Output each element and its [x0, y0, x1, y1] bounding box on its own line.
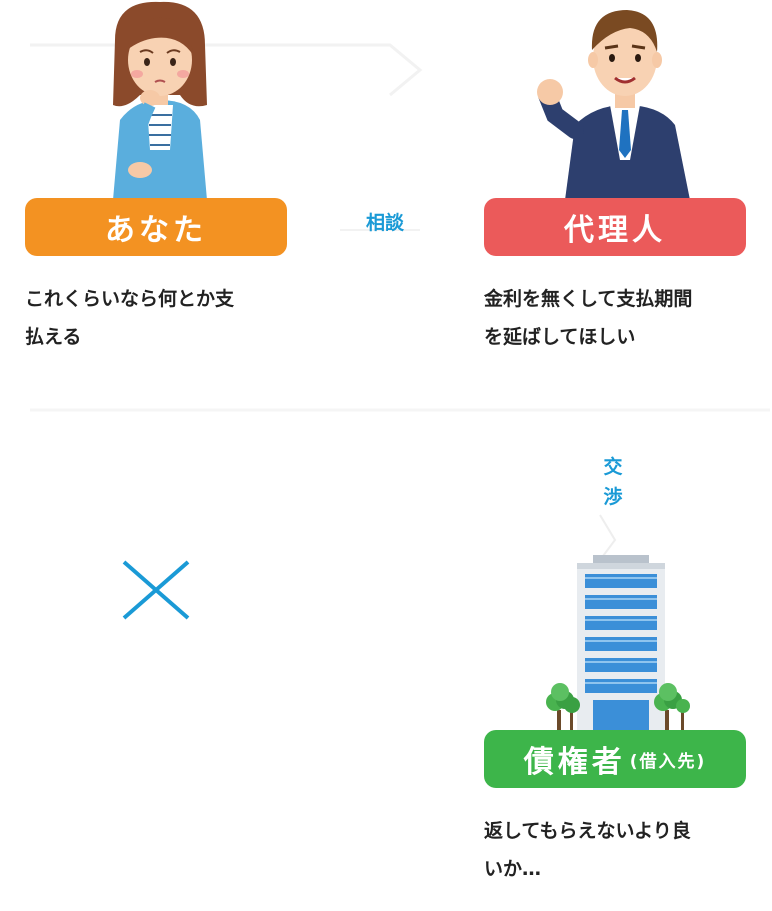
negotiate-label: 交 渉: [595, 452, 631, 512]
businessman-illustration: [537, 10, 690, 200]
creditor-desc-line2: いか…: [484, 858, 542, 880]
office-building-illustration: [546, 555, 690, 735]
creditor-description: 返してもらえないより良 いか…: [484, 812, 764, 888]
you-desc-line2: 払える: [25, 326, 82, 348]
agent-label-box: 代理人: [484, 198, 746, 256]
you-label: あなた: [105, 213, 207, 248]
agent-desc-line2: を延ばしてほしい: [484, 326, 636, 348]
negotiate-char-1: 交: [603, 456, 623, 478]
you-desc-line1: これくらいなら何とか支: [25, 288, 235, 310]
cross-mark-icon: [122, 560, 190, 620]
agent-label: 代理人: [564, 213, 666, 248]
creditor-sublabel: (借入先): [629, 751, 707, 772]
agent-description: 金利を無くして支払期間 を延ばしてほしい: [484, 280, 764, 356]
you-label-box: あなた: [25, 198, 287, 256]
woman-illustration: [113, 1, 207, 200]
agent-desc-line1: 金利を無くして支払期間: [484, 288, 693, 310]
creditor-label: 債権者: [523, 745, 626, 780]
negotiate-char-2: 渉: [603, 486, 623, 508]
you-description: これくらいなら何とか支 払える: [25, 280, 315, 356]
creditor-desc-line1: 返してもらえないより良: [484, 820, 691, 842]
creditor-label-box: 債権者 (借入先): [484, 730, 746, 788]
consult-label: 相談: [365, 212, 404, 234]
